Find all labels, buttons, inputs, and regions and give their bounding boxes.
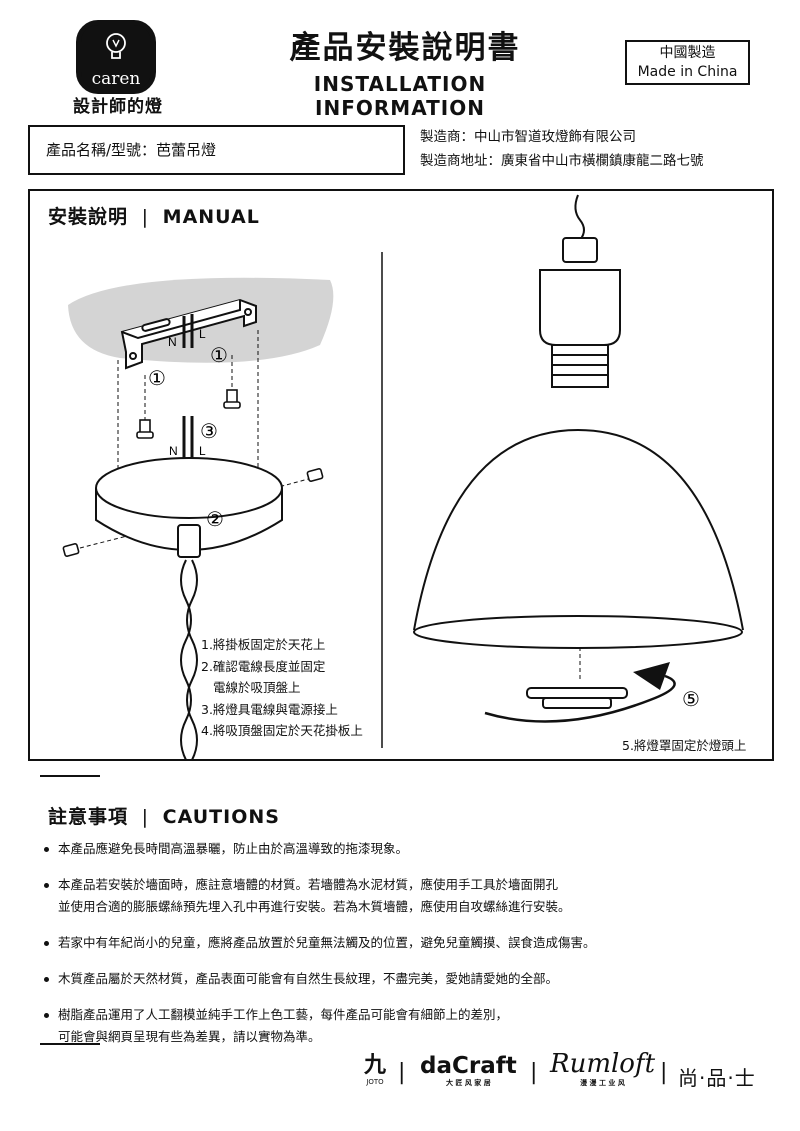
product-name-box: 產品名稱/型號：芭蕾吊燈 (28, 125, 405, 175)
n-label: N (168, 335, 177, 349)
cautions-heading: 註意事項 | CAUTIONS (48, 806, 280, 828)
step-item: 4.將吸頂盤固定於天花掛板上 (201, 723, 363, 738)
lamp-socket (539, 237, 621, 388)
manufacturer-name: 製造商：中山市智道玫燈飾有限公司 (420, 129, 636, 145)
cautions-title-cn: 註意事項 (48, 806, 129, 828)
mounting-bracket (120, 298, 257, 370)
manual-title-en: MANUAL (162, 206, 260, 228)
caution-text: 本產品若安裝於墻面時，應註意墻體的材質。若墻體為水泥材質，應使用手工具於墻面開孔 (58, 877, 559, 892)
caution-item: 本產品應避免長時間高溫暴曬，防止由於高溫導致的拖漆現象。 (44, 838, 744, 860)
caution-text: 可能會與網頁呈現有些為差異，請以實物為準。 (58, 1029, 321, 1044)
brand-logo: caren (76, 20, 156, 94)
fabric-cord (180, 559, 192, 761)
caution-text: 若家中有年紀尚小的兒童，應將產品放置於兒童無法觸及的位置，避免兒童觸摸、誤食造成… (58, 935, 596, 950)
step-1-marker-2: ① (210, 343, 228, 367)
step-3-marker: ③ (200, 419, 218, 443)
origin-badge: 中國製造 Made in China (625, 40, 750, 85)
step-item: 電線於吸頂盤上 (213, 680, 301, 695)
l-label-2: L (199, 444, 206, 458)
caution-item: 樹脂產品運用了人工翻模並純手工作上色工藝，每件產品可能會有細節上的差別， 可能會… (44, 1004, 744, 1048)
cautions-title-en: CAUTIONS (162, 806, 280, 828)
installation-diagram: N L N L ① ① ③ ② ⑤ (62, 194, 744, 761)
manual-title-cn: 安裝說明 (48, 206, 129, 228)
caution-text: 木質產品屬於天然材質，產品表面可能會有自然生長紋理，不盡完美，愛她請愛她的全部。 (58, 971, 559, 986)
cautions-list: 本產品應避免長時間高溫暴曬，防止由於高溫導致的拖漆現象。 本產品若安裝於墻面時，… (44, 838, 744, 1062)
caution-item: 若家中有年紀尚小的兒童，應將產品放置於兒童無法觸及的位置，避免兒童觸摸、誤食造成… (44, 932, 744, 954)
rotation-arrow (484, 674, 676, 723)
origin-en: Made in China (637, 64, 738, 80)
step-item: 2.確認電線長度並固定 (201, 658, 326, 674)
n-label-2: N (169, 444, 178, 458)
step-2-marker: ② (206, 507, 224, 531)
caution-text: 並使用合適的膨脹螺絲預先埋入孔中再進行安裝。若為木質墻體，應使用自攻螺絲進行安裝… (58, 899, 571, 914)
joto-logo: 九 JOTO (363, 1052, 386, 1086)
manufacturer-info: 製造商：中山市智道玫燈飾有限公司 製造商地址：廣東省中山市橫欄鎮康龍二路七號 (420, 125, 704, 173)
wires (182, 314, 194, 462)
caution-text: 本產品應避免長時間高溫暴曬，防止由於高溫導致的拖漆現象。 (58, 841, 409, 856)
caution-text: 樹脂產品運用了人工翻模並純手工作上色工藝，每件產品可能會有細節上的差別， (58, 1007, 509, 1022)
shade-ring (526, 687, 628, 709)
footer-brands: 九 JOTO | daCraft 大 匠 风 家 居 | Rumloft 漫 漫… (360, 1050, 780, 1100)
caution-item: 本產品若安裝於墻面時，應註意墻體的材質。若墻體為水泥材質，應使用手工具於墻面開孔… (44, 874, 744, 918)
manufacturer-address: 製造商地址：廣東省中山市橫欄鎮康龍二路七號 (420, 153, 704, 169)
manual-panel (28, 189, 774, 761)
ceiling-canopy (95, 457, 283, 558)
divider-line (40, 1043, 100, 1045)
manual-heading: 安裝說明 | MANUAL (48, 206, 260, 228)
step-item: 3.將燈具電線與電源接上 (201, 701, 338, 717)
cord-top (574, 194, 585, 241)
step-5-marker: ⑤ (682, 687, 700, 711)
divider-line (40, 775, 100, 777)
brand-name: 設計師的燈 (73, 97, 163, 117)
step-1-marker: ① (148, 366, 166, 390)
arrowhead-icon (633, 662, 670, 690)
step-list: 1.將掛板固定於天花上 2.確認電線長度並固定 電線於吸頂盤上 3.將燈具電線與… (201, 634, 363, 742)
lamp-shade (413, 428, 744, 649)
bulb-icon (106, 33, 126, 59)
origin-cn: 中國製造 (659, 45, 716, 61)
shangpinshi-logo: 尚·品·士 (678, 1066, 756, 1090)
logo-wordmark: caren (91, 69, 141, 89)
caution-item: 木質產品屬於天然材質，產品表面可能會有自然生長紋理，不盡完美，愛她請愛她的全部。 (44, 968, 744, 990)
dacraft-logo: daCraft 大 匠 风 家 居 (420, 1053, 517, 1087)
step-5-text: 5.將燈罩固定於燈頭上 (622, 738, 747, 753)
rumloft-logo: Rumloft 漫 漫 工 业 风 (550, 1049, 656, 1087)
l-label: L (199, 327, 206, 341)
step-item: 1.將掛板固定於天花上 (201, 637, 326, 652)
page-subtitle: INSTALLATION INFORMATION (313, 72, 487, 120)
page-title: 產品安裝說明書 (289, 30, 521, 66)
